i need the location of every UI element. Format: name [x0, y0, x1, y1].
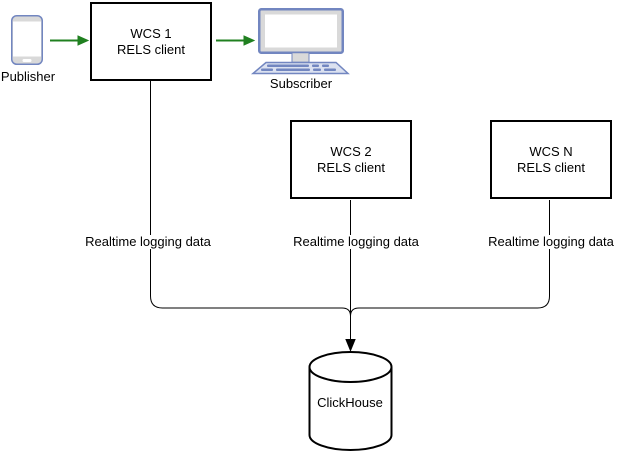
edge-label-wcs1: Realtime logging data	[83, 234, 213, 249]
node-wcs2: WCS 2 RELS client	[290, 120, 412, 199]
monitor-stand	[291, 52, 310, 63]
node-wcsn-subtitle: RELS client	[517, 159, 585, 175]
node-wcs1: WCS 1 RELS client	[90, 2, 212, 81]
clickhouse-label: ClickHouse	[317, 395, 383, 410]
edge-arrowhead-clickhouse	[345, 339, 356, 352]
publisher-label: Publisher	[0, 69, 56, 84]
subscriber-label: Subscriber	[269, 76, 333, 91]
monitor-screen	[265, 14, 337, 48]
monitor-keyboard	[250, 61, 350, 75]
node-wcsn: WCS N RELS client	[490, 120, 612, 199]
edge-label-wcs2: Realtime logging data	[291, 234, 421, 249]
node-wcs1-title: WCS 1	[130, 25, 172, 41]
edge-label-wcsn: Realtime logging data	[486, 234, 616, 249]
phone-home-button	[22, 59, 32, 62]
monitor-keyboard-keys	[261, 64, 336, 71]
arrow-publisher-to-wcs1	[50, 35, 90, 46]
node-wcs2-subtitle: RELS client	[317, 159, 385, 175]
edge-wcsn-to-clickhouse	[350, 200, 550, 317]
monitor-icon	[250, 8, 350, 75]
edge-wcs1-to-clickhouse	[150, 81, 351, 317]
phone-icon	[11, 15, 43, 65]
node-wcs1-subtitle: RELS client	[117, 41, 185, 57]
clickhouse-cylinder	[308, 351, 393, 451]
node-wcsn-title: WCS N	[529, 143, 573, 159]
arrow-wcs1-to-subscriber	[216, 35, 256, 46]
node-wcs2-title: WCS 2	[330, 143, 372, 159]
phone-screen	[13, 21, 41, 57]
